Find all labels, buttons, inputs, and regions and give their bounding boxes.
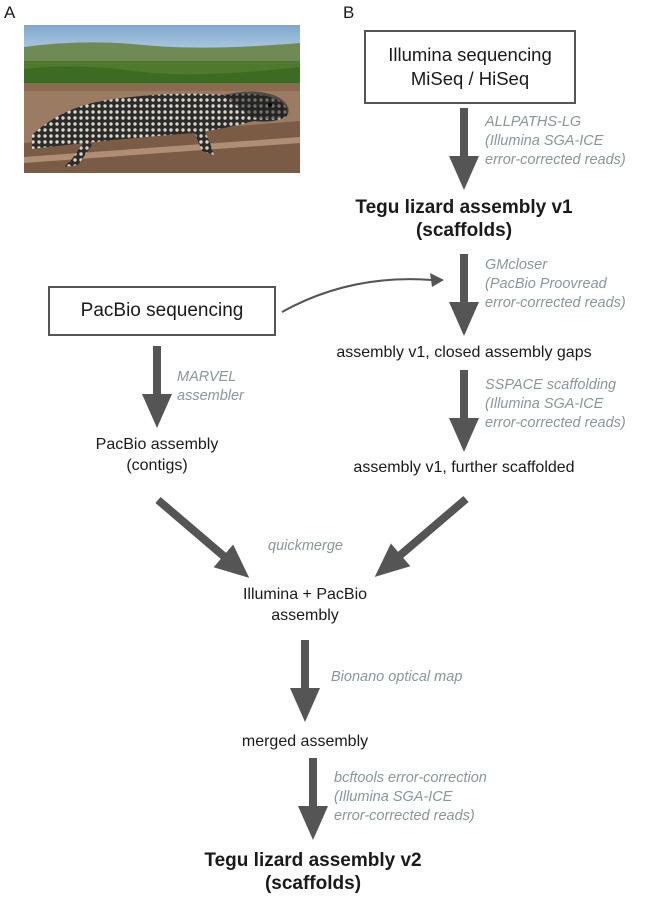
tool-marvel: MARVEL assembler <box>177 368 244 406</box>
tool-allpaths: ALLPATHS-LG (Illumina SGA-ICE error-corr… <box>485 113 626 170</box>
tool-sspace-line-1: SSPACE scaffolding <box>485 377 617 393</box>
arrow-combined-to-merged <box>301 640 309 692</box>
illumina-platform-label: MiSeq / HiSeq <box>410 68 530 89</box>
tegu-assembly-v2: Tegu lizard assembly v2 (scaffolds) <box>163 849 463 895</box>
tool-allpaths-line-1: ALLPATHS-LG <box>485 114 582 130</box>
tool-marvel-line-2: assembler <box>177 388 244 404</box>
tool-allpaths-line-2: (Illumina SGA-ICE <box>485 133 604 149</box>
tool-sspace-line-3: error-corrected reads) <box>485 415 626 431</box>
tool-gmcloser-line-2: (PacBio Proovread <box>485 276 607 292</box>
tool-bionano: Bionano optical map <box>331 668 462 687</box>
pacbio-assembly-title: PacBio assembly <box>95 436 219 453</box>
tegu-v1-title: Tegu lizard assembly v1 <box>355 197 573 218</box>
tool-sspace-line-2: (Illumina SGA-ICE <box>485 396 604 412</box>
further-scaffolded-label: assembly v1, further scaffolded <box>353 459 575 476</box>
tool-bionano-label: Bionano optical map <box>331 669 463 685</box>
tegu-v2-title: Tegu lizard assembly v2 <box>204 850 422 871</box>
arrow-merged-to-v2 <box>309 758 317 810</box>
panel-label-a: A <box>4 3 16 22</box>
pacbio-sequencing-box: PacBio sequencing <box>48 286 276 336</box>
pacbio-sequencing-label: PacBio sequencing <box>80 300 244 321</box>
tool-gmcloser-line-1: GMcloser <box>485 257 548 273</box>
arrow-closed-to-further-head <box>449 418 479 452</box>
tool-gmcloser: GMcloser (PacBio Proovread error-correct… <box>485 256 626 313</box>
arrow-further-to-combined <box>374 495 469 577</box>
tool-bcftools-line-1: bcftools error-correction <box>334 770 487 786</box>
arrow-pacbio-to-gmcloser <box>281 278 433 313</box>
arrow-v1-to-closed <box>460 254 468 306</box>
illumina-pacbio-assembly: Illumina + PacBio assembly <box>205 584 405 626</box>
panel-label-b: B <box>343 3 355 22</box>
merged-assembly: merged assembly <box>205 731 405 752</box>
tool-quickmerge-label: quickmerge <box>268 538 343 554</box>
arrow-closed-to-further <box>460 370 468 422</box>
tool-bcftools-line-3: error-corrected reads) <box>334 808 475 824</box>
tool-marvel-line-1: MARVEL <box>177 369 237 385</box>
assembly-v1-closed-gaps: assembly v1, closed assembly gaps <box>299 342 629 363</box>
pacbio-assembly: PacBio assembly (contigs) <box>60 434 254 476</box>
arrow-merged-to-v2-head <box>298 806 328 840</box>
pacbio-assembly-subtitle: (contigs) <box>126 457 188 474</box>
arrow-combined-to-merged-head <box>290 688 320 722</box>
merged-assembly-label: merged assembly <box>241 733 369 750</box>
tegu-assembly-v1: Tegu lizard assembly v1 (scaffolds) <box>314 196 614 242</box>
tool-sspace: SSPACE scaffolding (Illumina SGA-ICE err… <box>485 376 626 433</box>
closed-gaps-label: assembly v1, closed assembly gaps <box>336 344 592 361</box>
lizard-photo <box>24 25 300 173</box>
arrow-illumina-to-v1-head <box>449 156 479 190</box>
arrow-v1-to-closed-head <box>449 302 479 336</box>
tool-quickmerge: quickmerge <box>268 537 343 556</box>
tool-bcftools-line-2: (Illumina SGA-ICE <box>334 789 453 805</box>
arrow-pacbio-seq-to-assembly <box>153 346 161 398</box>
illumina-sequencing-label: Illumina sequencing <box>388 44 552 65</box>
tool-gmcloser-line-3: error-corrected reads) <box>485 295 626 311</box>
tegu-v1-subtitle: (scaffolds) <box>415 220 513 241</box>
combined-assembly-title: Illumina + PacBio <box>242 586 368 603</box>
arrow-pacbio-seq-to-assembly-head <box>142 394 172 428</box>
arrow-pacbio-to-gmcloser-head <box>430 273 444 287</box>
assembly-v1-further-scaffolded: assembly v1, further scaffolded <box>309 457 619 478</box>
tool-bcftools: bcftools error-correction (Illumina SGA-… <box>334 769 487 826</box>
combined-assembly-subtitle: assembly <box>271 607 339 624</box>
tool-allpaths-line-3: error-corrected reads) <box>485 152 626 168</box>
arrow-illumina-to-v1 <box>460 108 468 160</box>
arrow-pacbio-to-combined <box>155 496 250 578</box>
tegu-v2-subtitle: (scaffolds) <box>264 873 362 894</box>
illumina-sequencing-box: Illumina sequencing MiSeq / HiSeq <box>364 30 576 104</box>
